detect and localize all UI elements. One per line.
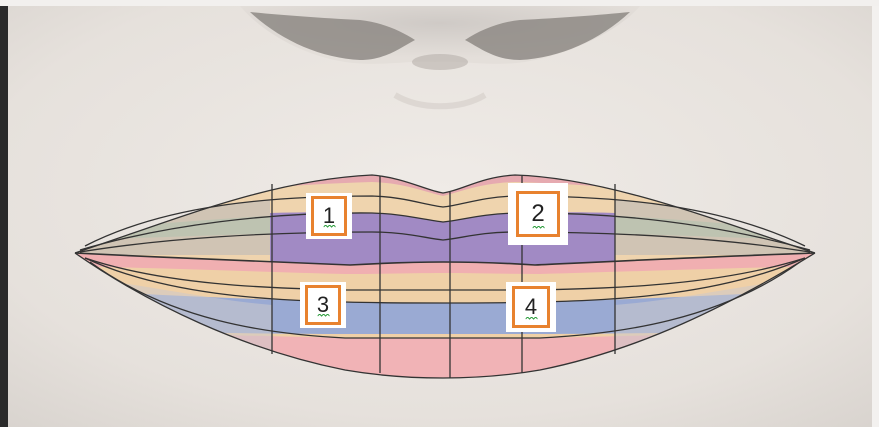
zone-label-4-box: 4 — [512, 286, 550, 328]
spellcheck-squiggle-icon — [318, 314, 330, 318]
zone-label-3-box: 3 — [305, 285, 341, 325]
spellcheck-squiggle-icon — [526, 317, 538, 321]
zone-label-2-box: 2 — [516, 191, 560, 237]
top-light-edge — [0, 0, 879, 6]
right-light-edge — [872, 0, 879, 427]
zone-label-1: 1 — [306, 193, 352, 239]
spellcheck-squiggle-icon — [533, 226, 545, 230]
zone-label-1-box: 1 — [311, 196, 347, 236]
zone-label-2: 2 — [508, 183, 568, 245]
zone-label-4: 4 — [506, 282, 556, 332]
left-dark-edge — [0, 0, 8, 427]
zone-number-2: 2 — [531, 200, 544, 228]
spellcheck-squiggle-icon — [324, 225, 336, 229]
zone-label-3: 3 — [300, 282, 346, 328]
